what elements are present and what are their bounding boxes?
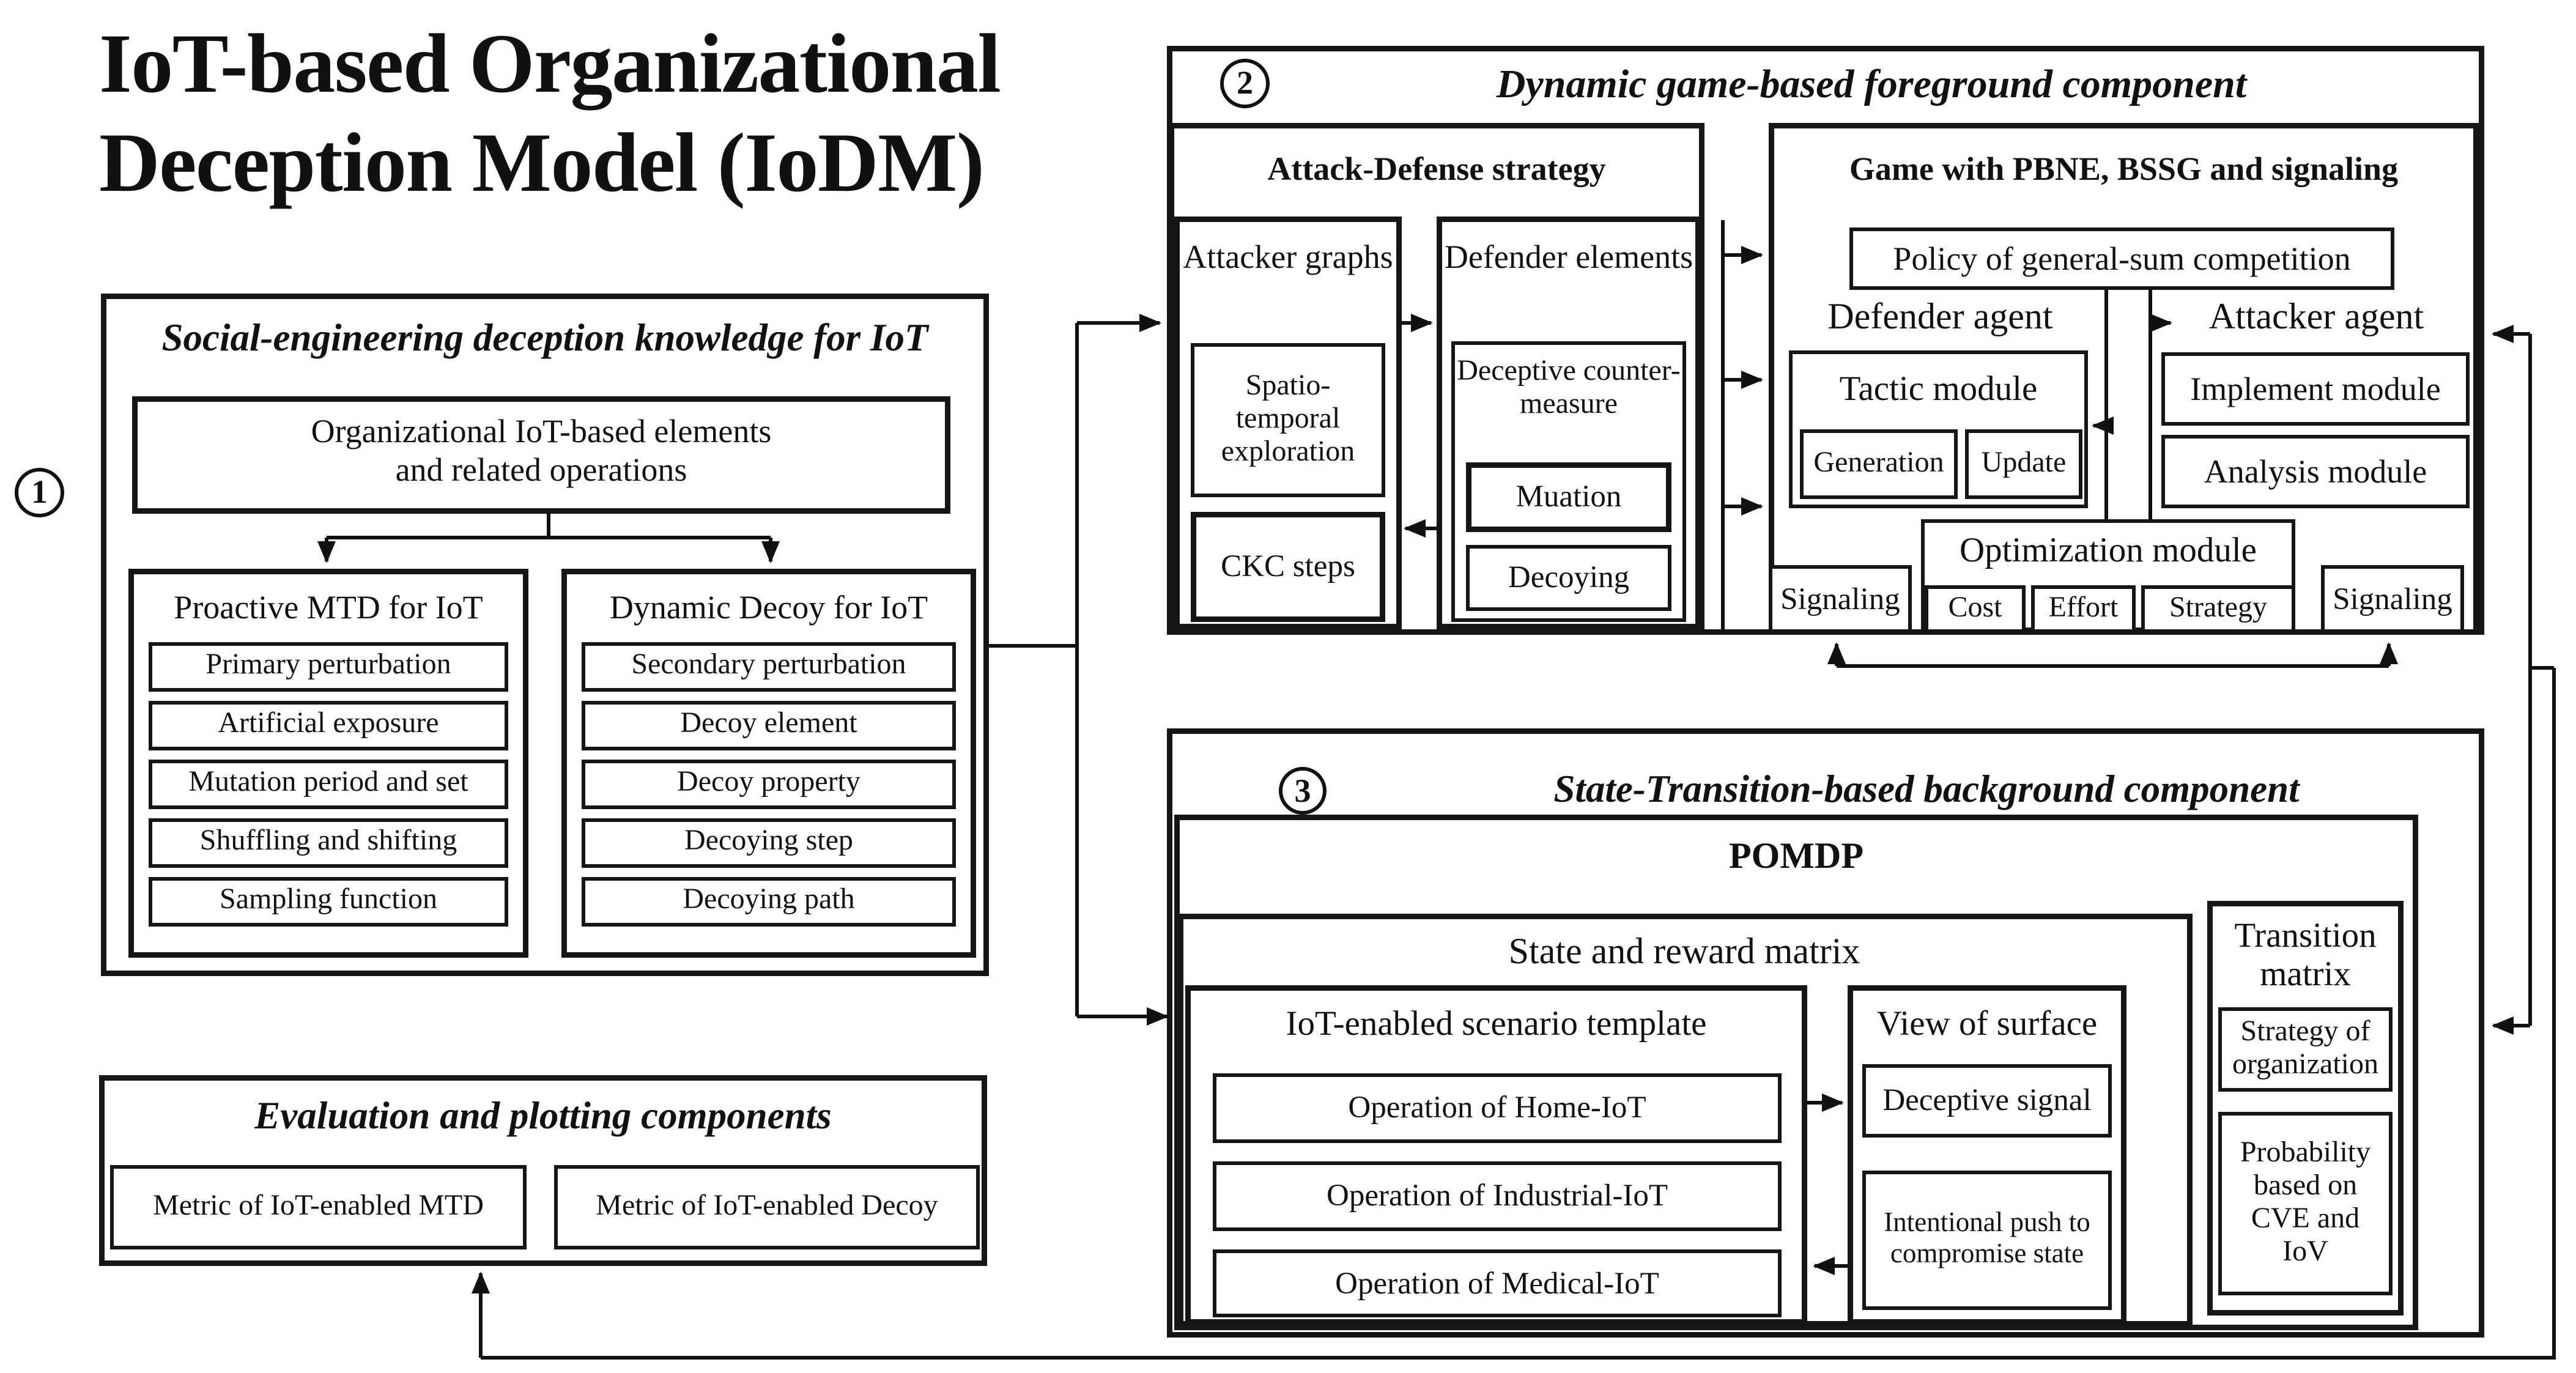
component2-badge-icon: 2 (1220, 59, 1270, 108)
mtd-item: Primary perturbation (149, 641, 508, 691)
strategy-org-box: Strategy of organization (2218, 1007, 2393, 1092)
attacker-graphs-title: Attacker graphs (1183, 239, 1393, 275)
decoy-item: Decoy property (582, 758, 956, 809)
attack-defense-title: Attack-Defense strategy (1267, 150, 1606, 187)
mtd-item: Mutation period and set (149, 758, 508, 809)
strategy-box: Strategy (2141, 585, 2295, 633)
decoy-item: Decoying path (582, 876, 956, 926)
component1-badge-number: 1 (31, 473, 48, 510)
counter-measure-title: Deceptive counter-measure (1457, 356, 1681, 420)
metric-mtd-box: Metric of IoT-enabled MTD (110, 1165, 527, 1249)
ckc-steps-box: CKC steps (1191, 512, 1385, 622)
org-elements-box: Organizational IoT-based elements and re… (132, 396, 950, 514)
org-elements-line2: and related operations (395, 451, 687, 488)
mutation-box: Muation (1466, 462, 1671, 532)
operation-row: Operation of Home-IoT (1213, 1073, 1782, 1143)
mtd-item: Artificial exposure (149, 700, 508, 750)
scenario-template-title: IoT-enabled scenario template (1286, 1005, 1707, 1044)
decoy-box: Dynamic Decoy for IoT Secondary perturba… (561, 569, 976, 958)
defender-agent-label: Defender agent (1827, 297, 2053, 338)
update-box: Update (1965, 429, 2082, 499)
pomdp-title: POMDP (1729, 837, 1864, 877)
org-elements-line1: Organizational IoT-based elements (311, 413, 772, 450)
view-surface-title: View of surface (1876, 1005, 2098, 1044)
mtd-title: Proactive MTD for IoT (174, 589, 483, 626)
signaling-right-box: Signaling (2321, 565, 2464, 633)
decoy-item: Decoy element (582, 700, 956, 750)
generation-box: Generation (1800, 429, 1958, 499)
mtd-item: Shuffling and shifting (149, 817, 508, 867)
component3-badge-number: 3 (1294, 771, 1311, 809)
signaling-left-box: Signaling (1769, 565, 1912, 633)
optimization-module-title: Optimization module (1959, 532, 2257, 571)
operation-row: Operation of Industrial-IoT (1213, 1161, 1782, 1231)
attacker-agent-label: Attacker agent (2208, 297, 2424, 338)
game-title: Game with PBNE, BSSG and signaling (1849, 150, 2399, 187)
decoy-title: Dynamic Decoy for IoT (609, 589, 928, 626)
state-reward-title: State and reward matrix (1508, 932, 1860, 972)
component3-header: State-Transition-based background compon… (1553, 767, 2300, 811)
implement-module-box: Implement module (2161, 352, 2470, 426)
analysis-module-box: Analysis module (2161, 435, 2470, 508)
tactic-module-title: Tactic module (1839, 371, 2038, 409)
intentional-push-box: Intentional push to compromise state (1862, 1171, 2112, 1310)
component2-header: Dynamic game-based foreground component (1496, 61, 2247, 106)
page-title: IoT-based Organizational Deception Model… (99, 15, 1200, 214)
component1-badge-icon: 1 (15, 468, 64, 517)
evaluation-header: Evaluation and plotting components (254, 1094, 832, 1138)
metric-decoy-box: Metric of IoT-enabled Decoy (554, 1165, 980, 1249)
policy-box: Policy of general-sum competition (1849, 228, 2394, 290)
component2-badge-number: 2 (1237, 64, 1253, 101)
spatio-temporal-box: Spatio-temporal exploration (1191, 343, 1385, 497)
component3-badge-icon: 3 (1279, 767, 1327, 815)
transition-matrix-title: Transition matrix (2234, 917, 2377, 995)
page-title-line2: Deception Model (IoDM) (99, 116, 985, 210)
page-title-line1: IoT-based Organizational (99, 17, 1001, 110)
cost-box: Cost (1925, 585, 2026, 633)
deceptive-signal-box: Deceptive signal (1862, 1064, 2112, 1138)
mtd-box: Proactive MTD for IoT Primary perturbati… (128, 569, 528, 958)
c1-bus-line (989, 323, 1079, 1016)
decoying-box: Decoying (1466, 545, 1671, 611)
component1-header: Social-engineering deception knowledge f… (161, 316, 928, 360)
mtd-item: Sampling function (149, 876, 508, 926)
probability-box: Probability based on CVE and IoV (2218, 1112, 2393, 1295)
decoy-item: Decoying step (582, 817, 956, 867)
effort-box: Effort (2031, 585, 2136, 633)
operation-row: Operation of Medical-IoT (1213, 1249, 1782, 1317)
decoy-item: Secondary perturbation (582, 641, 956, 691)
defender-elements-title: Defender elements (1444, 239, 1693, 275)
